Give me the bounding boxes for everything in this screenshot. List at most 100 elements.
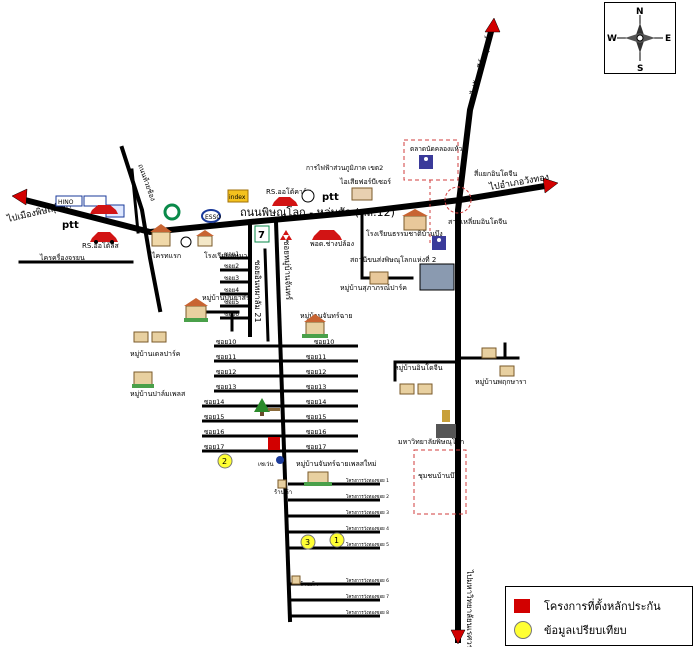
tara-station-label: สถานีขนส่งพิษณุโลกแห่งที่ 2 (350, 255, 436, 264)
soi-mid-left-label: ซอย11 (216, 353, 236, 361)
svg-text:index: index (229, 194, 246, 201)
ptt-left-logo: ptt (62, 220, 79, 231)
village-left2-icon (132, 371, 154, 388)
market-outline (403, 139, 459, 181)
station-icon (432, 236, 446, 250)
soi-mid-left-label: ซอย15 (204, 413, 224, 421)
soi-mid-right-label: ซอย15 (306, 413, 326, 421)
soi-mid-left-label: ซอย13 (216, 383, 236, 391)
school-label: โรงเรียนธรรมชาติบ้านบึง (366, 229, 443, 238)
compass-n: N (636, 7, 644, 17)
village-left1-label: หมู่บ้านเดลปาร์ค (130, 350, 181, 358)
soi-left-label: ซอย5 (224, 299, 239, 306)
soi-south-label: โครงการวังทองซอย 8 (346, 609, 389, 616)
project-marker (268, 437, 280, 450)
comparable-marker-2: 2 (217, 453, 233, 469)
village-kuekarn-icon (369, 271, 389, 285)
kindergarten-label: โรงเรียนอนุบาล (204, 251, 252, 260)
chang-plong-label: พอด.ช่างปล้อง (310, 240, 354, 248)
market-label: ตลาดนัดคลองแห้ว (410, 145, 463, 153)
side-road-2 (130, 168, 140, 234)
car-icon-left-2 (90, 205, 118, 214)
village-chanhai-icon (302, 314, 328, 338)
dealer-logo (83, 195, 107, 207)
village-indochin-label: หมู่บ้านอินโดจีน (394, 363, 443, 372)
soi-21-label: ซอยอินทผาลัม 21 (253, 260, 262, 323)
svg-text:ptt: ptt (322, 192, 339, 203)
soi-mid-right-label: ซอย11 (306, 353, 326, 361)
shell-logo (163, 203, 181, 221)
main-road-label: ถนนพิษณุโลก - หล่มสัก (ทล.12) (240, 205, 395, 219)
soi-mid-right-label: ซอย12 (306, 368, 326, 376)
village-left1-icon (133, 331, 167, 343)
hospital-office-label: การไฟฟ้าส่วนภูมิภาค เขต2 (306, 164, 383, 172)
soi-mid-right-label: ซอย17 (306, 443, 326, 451)
car-icon-top (272, 197, 298, 206)
soi-left-label: ซอย1 (224, 251, 239, 258)
mitsubishi-logo (280, 230, 292, 240)
intersection-two-label: สามเหลี่ยมอินโดจีน (448, 217, 507, 226)
village-indochin-icon (399, 383, 433, 395)
legend-project-label: โครงการที่ตั้งหลักประกัน (544, 600, 661, 613)
hotel-icon (150, 224, 172, 247)
shop2-label: ร้านค้า (300, 581, 318, 588)
soi-left-label: ซอย4 (224, 287, 239, 294)
compass-rose: N S E W (604, 2, 676, 74)
soi-left-label: ซอย2 (224, 263, 239, 270)
comparable-marker-1: 1 (329, 532, 345, 548)
soi-mid-left-label: ซอย16 (204, 428, 224, 436)
svg-text:2: 2 (222, 457, 227, 466)
university-label: มหาวิทยาลัยพิษณุโลก (398, 437, 464, 446)
soi-mid-right-label: ซอย13 (306, 383, 326, 391)
hotel-badge-icon (180, 236, 192, 248)
rs-auto-top-label: RS.ออโต้คาร์ส (266, 187, 312, 196)
shop1-label: ร้านค้า (274, 489, 292, 496)
market-icon (419, 155, 433, 169)
soi-south-label: โครงการวังทองซอย 1 (346, 477, 389, 484)
svg-text:HINO: HINO (58, 199, 74, 206)
compass-icon: N S E W (607, 7, 671, 74)
soi-south-label: โครงการวังทองซอย 2 (346, 493, 389, 500)
esso-text: ESSO (205, 214, 221, 221)
tools-shop-label: ไอเสียฟอร์บีเซอร์ (339, 177, 391, 186)
seven-label: เซเว่น (258, 461, 274, 468)
village-big-label: หมู่บ้านจันทร์ฉายเพลสใหม่ (296, 459, 377, 468)
soi-left-label: ซอย3 (224, 275, 239, 282)
svg-text:ptt: ptt (62, 220, 79, 231)
svg-text:1: 1 (334, 536, 339, 545)
soi-mid-left-label: ซอย14 (204, 398, 224, 406)
school-icon (402, 209, 428, 231)
compass-w: W (607, 34, 617, 44)
village-phuttharaksa-icon (481, 347, 515, 377)
main-road (21, 182, 549, 236)
car-icon-left (90, 232, 118, 244)
car-icon-mid (312, 230, 342, 240)
old-station-outline (413, 449, 467, 515)
village-phuttharaksa-label: หมู่บ้านพฤกษารา (475, 378, 527, 386)
to-south-label: ไปมหาวิทยาลัยนเรศวร (465, 569, 474, 647)
arrow-west-icon (11, 188, 28, 206)
village-chanhai-label: หมู่บ้านจันทร์ฉาย (300, 312, 352, 320)
village-big-icon (304, 471, 332, 486)
compass-s: S (637, 64, 643, 73)
soi-mid-right-label: ซอย16 (306, 428, 326, 436)
soi-mid-left-label: ซอย10 (216, 338, 236, 346)
shop-icon-1 (277, 479, 287, 489)
shop-icon-2 (291, 575, 301, 585)
intersection-outline (444, 186, 472, 214)
soi-south-label: โครงการวังทองซอย 4 (346, 525, 389, 532)
soi-south-label: โครงการวังทองซอย 3 (346, 509, 389, 516)
compass-e: E (665, 34, 671, 44)
project-legend-icon (514, 599, 530, 613)
svg-text:7: 7 (258, 230, 265, 241)
village-left2-label: หมู่บ้านปาล์มเพลส (130, 390, 186, 398)
soi-mid-left-label: ซอย12 (216, 368, 236, 376)
village-kuekarn-label: หมู่บ้านสุภาภรณ์ปาร์ค (340, 284, 407, 292)
kindergarten-icon (196, 230, 214, 247)
rs-auto-left-label: RS.ออโต้ลีส (82, 241, 120, 250)
tree-icon (254, 398, 270, 416)
arrow-north-icon (484, 17, 501, 33)
university-icon (436, 410, 456, 438)
comparable-marker-3: 3 (300, 534, 316, 550)
